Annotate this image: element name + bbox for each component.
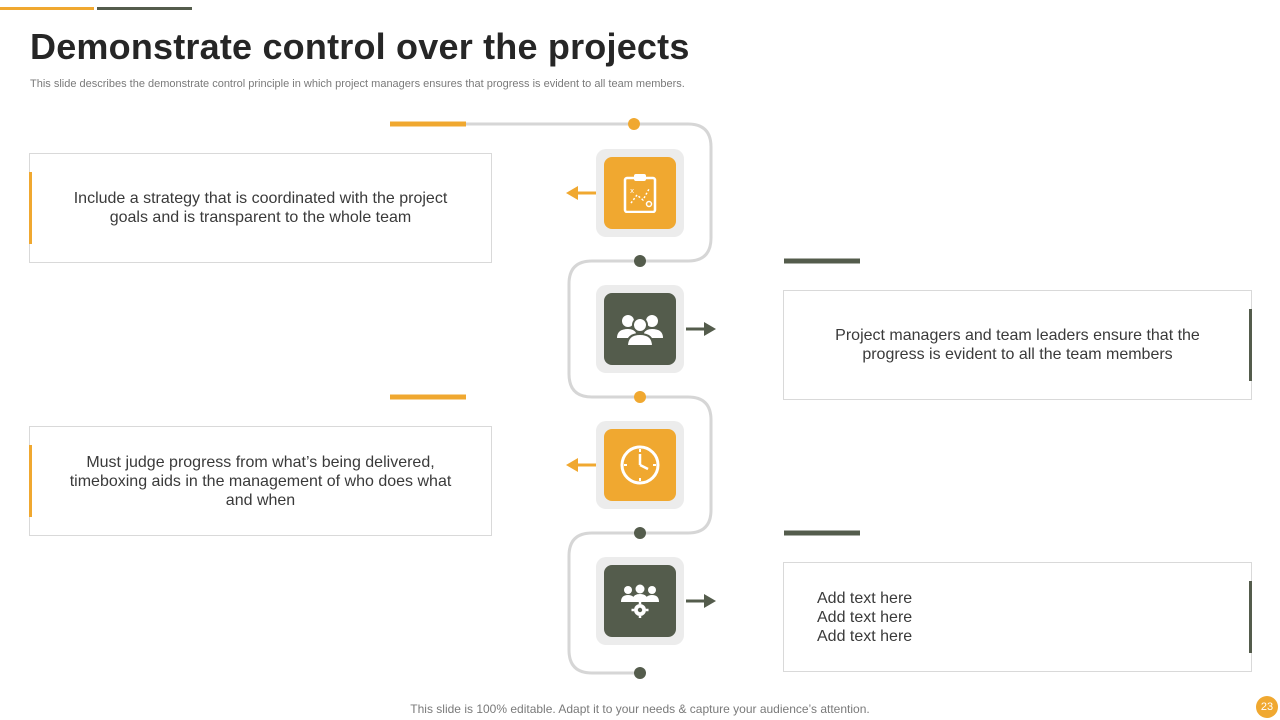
step-4-text-line: Add text here	[817, 627, 913, 645]
svg-text:x: x	[630, 187, 634, 195]
arrow-right-icon	[686, 594, 716, 608]
connector-dot	[634, 391, 646, 403]
step-1-text-box: Include a strategy that is coordinated w…	[29, 153, 492, 263]
top-accent-bar-orange	[0, 7, 94, 10]
step-2-icon-frame	[596, 285, 684, 373]
team-group-icon	[617, 315, 663, 346]
arrow-right-icon	[686, 322, 716, 336]
top-accent-bar-dark	[97, 7, 192, 10]
step-3-icon-frame	[596, 421, 684, 509]
step-1-accent-bar	[29, 172, 32, 244]
clipboard-plan-icon: x	[623, 174, 657, 213]
slide-subtitle: This slide describes the demonstrate con…	[30, 78, 685, 90]
step-2-text: Project managers and team leaders ensure…	[835, 327, 1200, 363]
step-4-accent-bar	[1249, 581, 1252, 653]
connector-dot	[634, 255, 646, 267]
step-3-text: Must judge progress from what’s being de…	[69, 453, 452, 509]
step-2-icon-tile	[604, 293, 676, 365]
slide-title: Demonstrate control over the projects	[30, 26, 690, 67]
step-3-text-box: Must judge progress from what’s being de…	[29, 426, 492, 536]
arrow-left-icon	[566, 458, 596, 472]
page-number-badge: 23	[1256, 696, 1278, 718]
step-4-icon-frame	[596, 557, 684, 645]
team-settings-icon	[621, 584, 659, 618]
slide-footer: This slide is 100% editable. Adapt it to…	[410, 702, 870, 716]
step-2-text-box: Project managers and team leaders ensure…	[783, 290, 1252, 400]
connector-dot	[634, 667, 646, 679]
step-3-accent-bar	[29, 445, 32, 517]
step-1-icon-frame: x	[596, 149, 684, 237]
step-1-icon-tile: x	[604, 157, 676, 229]
arrow-left-icon	[566, 186, 596, 200]
connector-dot	[634, 527, 646, 539]
step-4-text-line: Add text here	[817, 608, 913, 626]
step-1-text: Include a strategy that is coordinated w…	[73, 190, 448, 226]
clock-icon	[620, 445, 660, 485]
step-4-icon-tile	[604, 565, 676, 637]
step-3-icon-tile	[604, 429, 676, 501]
step-2-accent-bar	[1249, 309, 1252, 381]
connector-dot	[628, 118, 640, 130]
step-4-text-box: Add text here Add text here Add text her…	[783, 562, 1252, 672]
step-4-text-line: Add text here	[817, 589, 913, 607]
